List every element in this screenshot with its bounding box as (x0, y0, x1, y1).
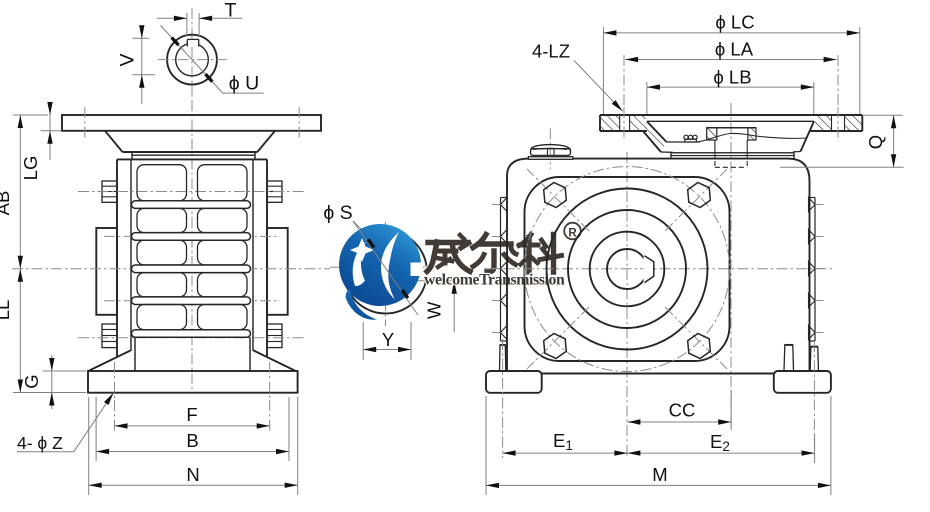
svg-text:Y: Y (382, 329, 394, 350)
svg-text:LL: LL (0, 300, 13, 321)
svg-text:V: V (117, 53, 139, 66)
svg-text:N: N (186, 464, 199, 485)
svg-text:LG: LG (20, 156, 41, 181)
svg-text:R: R (568, 227, 577, 239)
svg-text:M: M (652, 464, 667, 485)
svg-text:Q: Q (865, 135, 886, 149)
svg-text:welcomeTransmission: welcomeTransmission (424, 272, 565, 289)
svg-text:B: B (186, 430, 198, 451)
svg-text:4- ϕ Z: 4- ϕ Z (17, 433, 63, 453)
svg-text:W: W (424, 301, 445, 319)
svg-text:ϕ S: ϕ S (323, 202, 352, 224)
svg-text:F: F (186, 404, 197, 425)
svg-text:ϕ LB: ϕ LB (713, 67, 751, 88)
svg-text:ϕ LC: ϕ LC (715, 12, 754, 33)
svg-text:G: G (21, 374, 42, 388)
svg-text:ϕ LA: ϕ LA (715, 39, 754, 60)
svg-text:4-LZ: 4-LZ (532, 41, 570, 62)
svg-text:CC: CC (669, 400, 696, 421)
svg-text:ϕ U: ϕ U (229, 73, 259, 95)
svg-text:AB: AB (0, 191, 13, 216)
svg-text:T: T (225, 0, 237, 22)
